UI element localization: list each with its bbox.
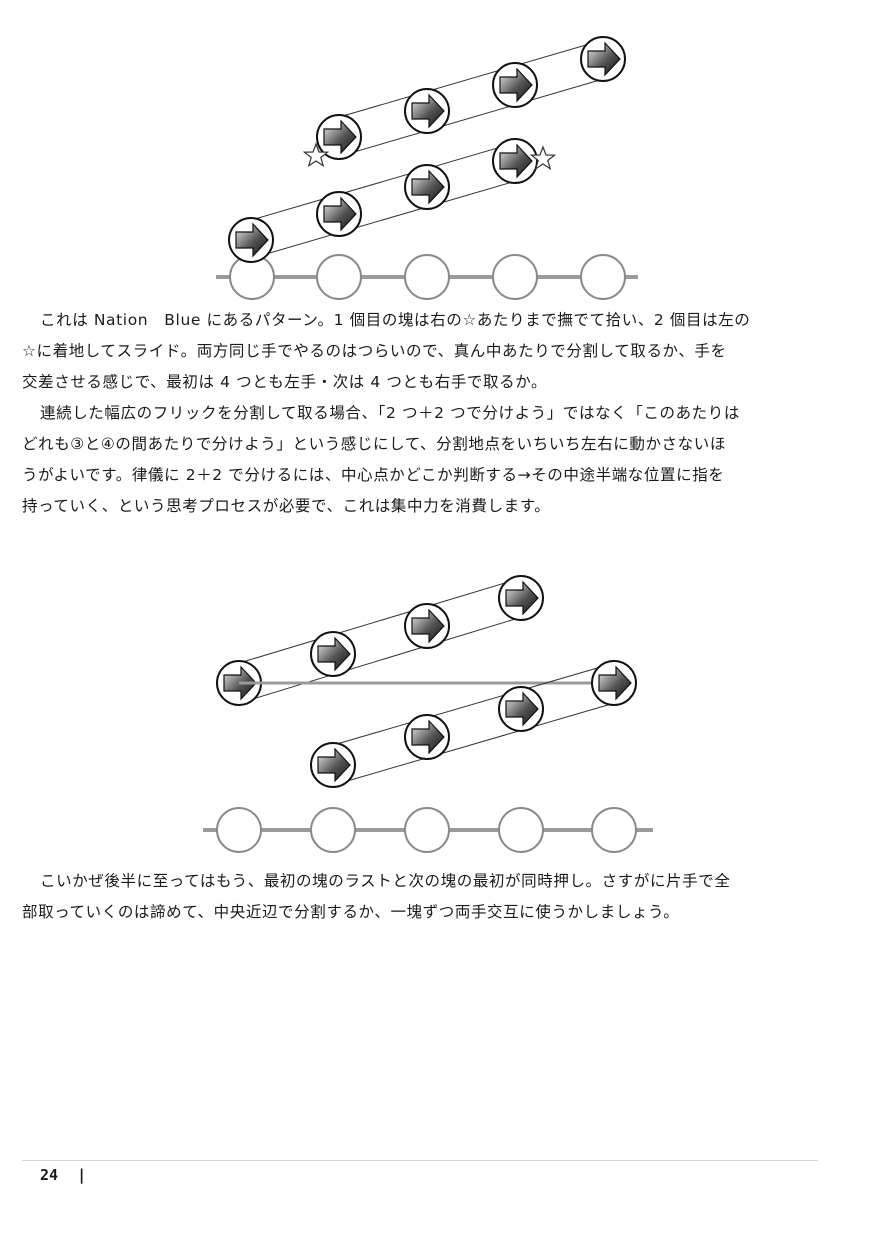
lane-button [404,254,450,300]
flick-arrow-icon [404,164,450,210]
text-line: どれも③と④の間あたりで分けよう」という感じにして、分割地点をいちいち左右に動か… [22,435,726,453]
paragraph-nation-blue: これは Nation Blue にあるパターン。1 個目の塊は右の☆あたりまで撫… [22,305,852,398]
page-number-value: 24 [40,1166,59,1184]
text-line: こいかぜ後半に至ってはもう、最初の塊のラストと次の塊の最初が同時押し。さすがに片… [40,872,731,890]
text-line: 連続した幅広のフリックを分割して取る場合、「2 つ＋2 つで分けよう」ではなく「… [40,404,740,422]
flick-arrow-icon [498,575,544,621]
flick-arrow-icon [228,217,274,263]
page-number-separator: | [77,1166,87,1184]
text-line: 交差させる感じで、最初は 4 つとも左手・次は 4 つとも右手で取るか。 [22,373,548,391]
paragraph-split-advice: 連続した幅広のフリックを分割して取る場合、「2 つ＋2 つで分けよう」ではなく「… [22,398,852,522]
flick-arrow-icon [404,88,450,134]
flick-arrow-icon [591,660,637,706]
lane-button [216,807,262,853]
flick-arrow-icon [580,36,626,82]
lane-button [316,254,362,300]
pattern-diagram-1 [0,25,887,305]
lane-button [310,807,356,853]
footer-rule [22,1160,818,1161]
flick-group-upper [216,575,544,706]
text-line: 持っていく、という思考プロセスが必要で、これは集中力を消費します。 [22,497,551,515]
flick-group-lower [228,138,538,263]
flick-group-upper [316,36,626,160]
lane-button [580,254,626,300]
text-line: ☆に着地してスライド。両方同じ手でやるのはつらいので、真ん中あたりで分割して取る… [22,342,727,360]
text-line: 部取っていくのは諦めて、中央近辺で分割するか、一塊ずつ両手交互に使うかしましょう… [22,903,680,921]
paragraph-koikaze: こいかぜ後半に至ってはもう、最初の塊のラストと次の塊の最初が同時押し。さすがに片… [22,866,852,928]
text-line: うがよいです。律儀に 2＋2 で分けるには、中心点かどこか判断する→その中途半端… [22,466,725,484]
pattern-diagram-2 [0,565,887,855]
lane-button [498,807,544,853]
flick-arrow-icon [492,138,538,184]
flick-arrow-icon [310,742,356,788]
lane-button [404,807,450,853]
flick-arrow-icon [492,62,538,108]
flick-arrow-icon [316,191,362,237]
page-number: 24 | [40,1166,86,1184]
flick-arrow-icon [404,603,450,649]
flick-group-lower [310,660,637,788]
text-line: これは Nation Blue にあるパターン。1 個目の塊は右の☆あたりまで撫… [40,311,751,329]
flick-arrow-icon [310,631,356,677]
lane-button [591,807,637,853]
flick-arrow-icon [404,714,450,760]
flick-arrow-icon [498,686,544,732]
lane-button [492,254,538,300]
